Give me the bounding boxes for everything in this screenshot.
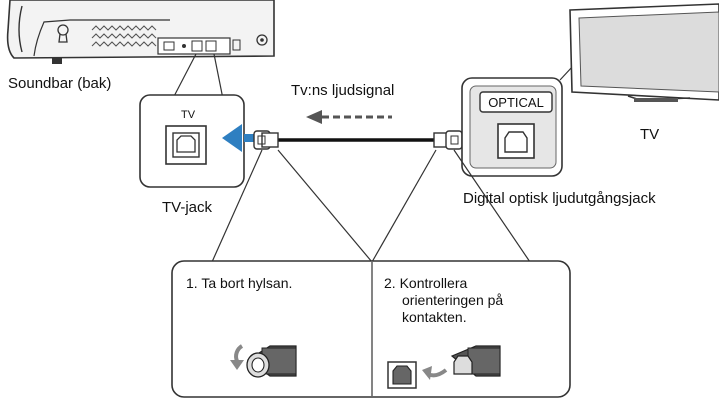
remove-cap-illustration bbox=[230, 344, 297, 378]
left-plug bbox=[253, 130, 279, 150]
tv-jack-label: TV-jack bbox=[162, 199, 213, 216]
arrow-to-tv-jack bbox=[222, 124, 258, 152]
step-2-line-3: kontakten. bbox=[402, 309, 467, 325]
vent-grille bbox=[91, 25, 157, 47]
step-1: 1. Ta bort hylsan. bbox=[186, 275, 292, 292]
tv-signal-label: Tv:ns ljudsignal bbox=[291, 82, 395, 99]
signal-direction-arrow bbox=[306, 110, 392, 124]
step-2-line-1: Kontrollera bbox=[399, 275, 468, 291]
step-1-number: 1. bbox=[186, 275, 198, 291]
tv-jack-box: TV bbox=[139, 94, 245, 188]
right-plug bbox=[433, 130, 463, 150]
step-1-line-1: Ta bort hylsan. bbox=[201, 275, 293, 291]
optical-jack-icon bbox=[497, 123, 535, 159]
optical-jack-label: Digital optisk ljudutgångsjack bbox=[463, 190, 656, 207]
optical-output-panel: OPTICAL bbox=[461, 77, 563, 177]
tv-illustration bbox=[569, 3, 719, 102]
soundbar-label: Soundbar (bak) bbox=[8, 75, 112, 92]
step-2-line-2: orienteringen på bbox=[402, 292, 504, 308]
optical-cable bbox=[253, 130, 463, 150]
step-2: 2. Kontrollera orienteringen på kontakte… bbox=[384, 275, 503, 326]
port-tv-label: TV bbox=[181, 109, 196, 121]
optical-badge-label: OPTICAL bbox=[488, 95, 544, 110]
optical-port-icon bbox=[165, 125, 207, 165]
orientation-illustration bbox=[387, 345, 501, 389]
step-callout-lines bbox=[211, 149, 531, 263]
keyhole-icon bbox=[57, 24, 69, 43]
step-2-number: 2. bbox=[384, 275, 396, 291]
soundbar-illustration bbox=[6, 0, 275, 64]
tv-label: TV bbox=[640, 126, 660, 143]
